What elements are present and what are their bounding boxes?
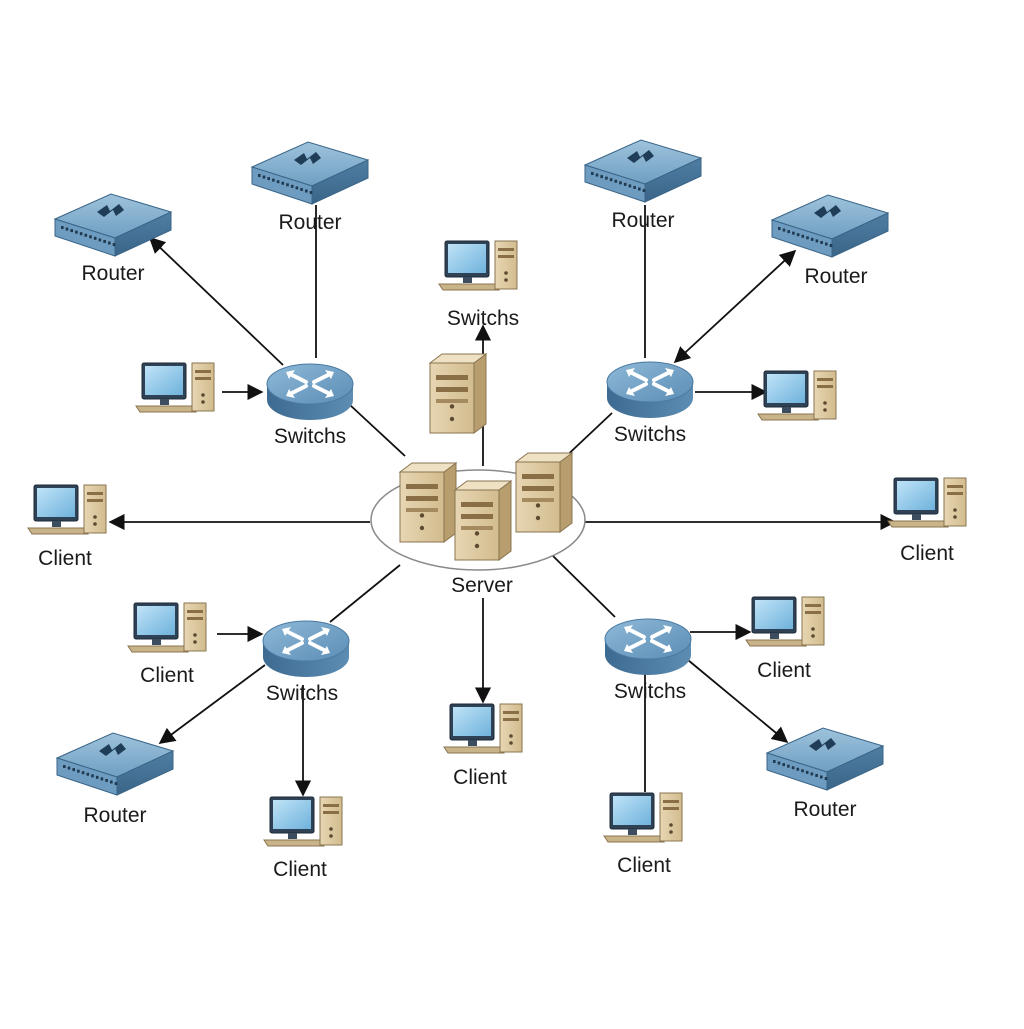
router-label: Router bbox=[278, 211, 342, 234]
router-icon bbox=[583, 139, 703, 203]
router-label: Router bbox=[81, 262, 145, 285]
server-cluster bbox=[370, 353, 586, 571]
client-computer-icon bbox=[443, 703, 523, 754]
router-icon bbox=[55, 732, 175, 796]
client-computer-icon bbox=[27, 484, 107, 535]
client-computer-icon bbox=[757, 370, 837, 421]
server-tower-icon bbox=[398, 462, 458, 543]
router-label: Router bbox=[793, 798, 857, 821]
server-label: Server bbox=[451, 574, 513, 597]
connection-line bbox=[552, 555, 616, 618]
connection-line bbox=[158, 664, 266, 744]
client-label: Client bbox=[900, 542, 954, 565]
router-icon bbox=[770, 194, 890, 258]
client-label: Client bbox=[617, 854, 671, 877]
client-label: Client bbox=[273, 858, 327, 881]
connection-line bbox=[148, 236, 284, 366]
switch-label: Switchs bbox=[613, 680, 687, 703]
switch-icon bbox=[604, 618, 692, 675]
router-label: Router bbox=[611, 209, 675, 232]
client-label: Client bbox=[453, 766, 507, 789]
switch-icon bbox=[262, 620, 350, 677]
client-computer-icon bbox=[745, 596, 825, 647]
router-icon bbox=[250, 141, 370, 205]
server-tower-icon bbox=[428, 353, 488, 434]
server-cluster-outline bbox=[370, 469, 586, 571]
router-label: Router bbox=[804, 265, 868, 288]
switch-icon bbox=[606, 361, 694, 418]
client-computer-icon bbox=[603, 792, 683, 843]
client-computer-icon bbox=[127, 602, 207, 653]
switch-label: Switchs bbox=[613, 423, 687, 446]
router-icon bbox=[765, 727, 885, 791]
switch-label: Switchs bbox=[265, 682, 339, 705]
client-computer-icon bbox=[263, 796, 343, 847]
connection-line bbox=[673, 249, 797, 364]
server-tower-icon bbox=[453, 480, 513, 561]
server-tower-icon bbox=[514, 452, 574, 533]
router-icon bbox=[53, 193, 173, 257]
client-computer-icon bbox=[135, 362, 215, 413]
client-computer-icon bbox=[887, 477, 967, 528]
connection-line bbox=[349, 404, 406, 457]
connection-line bbox=[329, 564, 401, 623]
router-label: Router bbox=[83, 804, 147, 827]
client-label: Client bbox=[757, 659, 811, 682]
connection-line bbox=[687, 659, 789, 744]
client-computer-icon bbox=[438, 240, 518, 291]
switch-label: Switchs bbox=[273, 425, 347, 448]
client-label: Client bbox=[38, 547, 92, 570]
client-label: Client bbox=[140, 664, 194, 687]
client-label: Switchs bbox=[446, 307, 520, 330]
switch-icon bbox=[266, 363, 354, 420]
